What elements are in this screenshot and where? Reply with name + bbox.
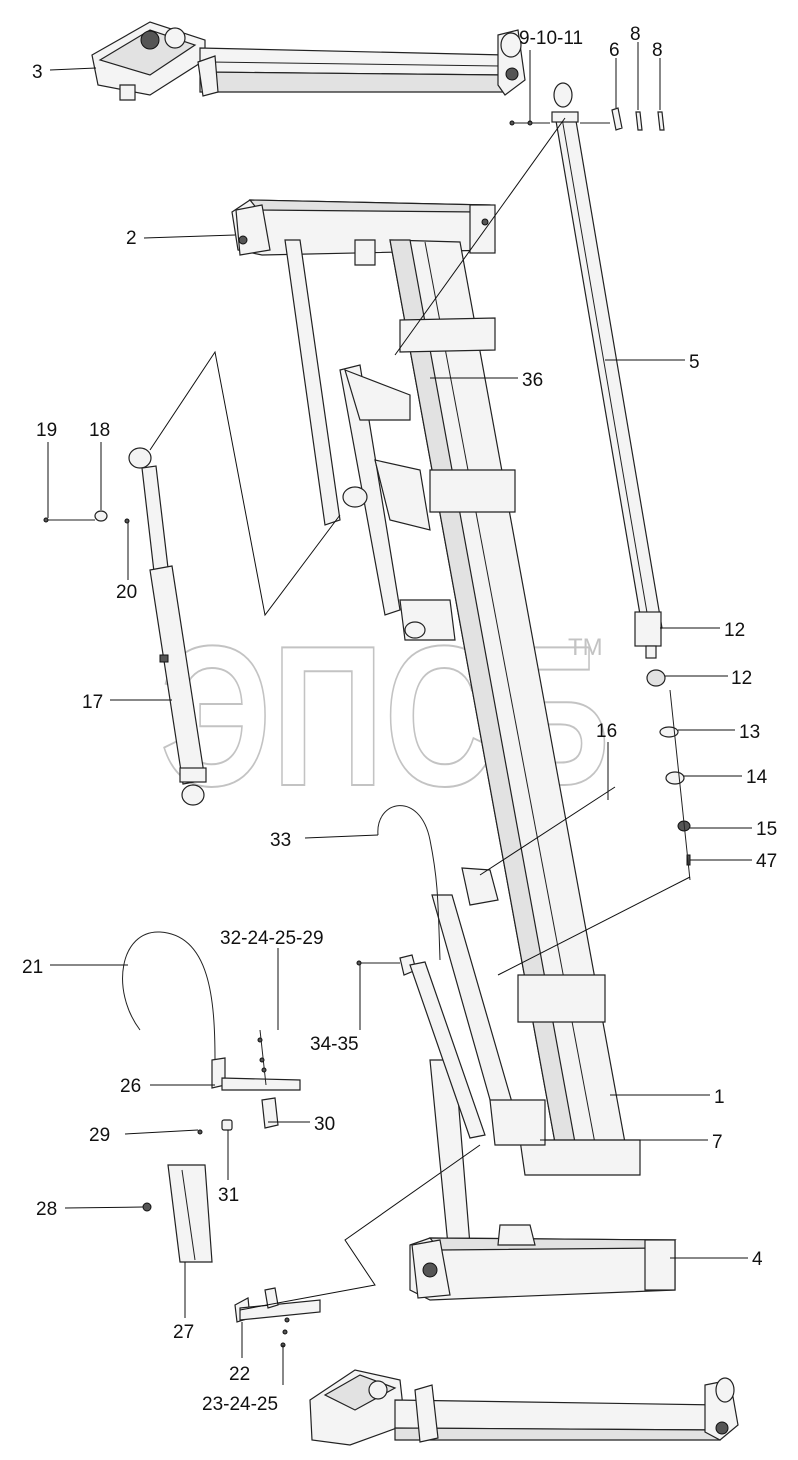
callout-9-10-11: 9-10-11 xyxy=(519,28,583,49)
callout-8a: 8 xyxy=(630,24,641,45)
bottom-beam-assembly xyxy=(309,1369,739,1446)
part-2-upper-frame xyxy=(231,199,496,526)
connector-lines xyxy=(149,117,691,1311)
callout-36: 36 xyxy=(522,370,543,391)
parts-21-to-31 xyxy=(122,931,301,1263)
callout-5: 5 xyxy=(689,352,700,373)
callout-4: 4 xyxy=(752,1249,763,1270)
part-3-top-beam xyxy=(91,21,526,101)
callout-13: 13 xyxy=(739,722,760,743)
callout-12a: 12 xyxy=(724,620,745,641)
callout-labels: 3 2 9-10-11 6 8 8 5 36 19 18 20 17 12 12… xyxy=(22,24,777,1415)
callout-30: 30 xyxy=(314,1114,335,1135)
callout-19: 19 xyxy=(36,420,57,441)
part-5-long-cylinder xyxy=(551,82,663,659)
parts-18-19-20 xyxy=(43,510,130,524)
callout-47: 47 xyxy=(756,851,777,872)
callout-14: 14 xyxy=(746,767,768,788)
cylinder-fittings xyxy=(646,669,691,881)
callout-27: 27 xyxy=(173,1322,194,1343)
callout-8b: 8 xyxy=(652,40,663,61)
leader-lines xyxy=(47,42,752,1385)
callout-7: 7 xyxy=(712,1132,723,1153)
parts-33-34-35 xyxy=(356,805,486,1139)
callout-31: 31 xyxy=(218,1185,239,1206)
callout-32-24-25-29: 32-24-25-29 xyxy=(220,928,324,949)
callout-29: 29 xyxy=(89,1125,110,1146)
pins-group xyxy=(509,107,665,131)
callout-6: 6 xyxy=(609,40,620,61)
callout-21: 21 xyxy=(22,957,43,978)
callout-33: 33 xyxy=(270,830,291,851)
callout-16: 16 xyxy=(596,721,617,742)
callout-23-24-25: 23-24-25 xyxy=(202,1394,278,1415)
callout-17: 17 xyxy=(82,692,103,713)
callout-26: 26 xyxy=(120,1076,141,1097)
part-1-main-frame xyxy=(339,239,641,1246)
callout-3: 3 xyxy=(32,62,43,83)
callout-18: 18 xyxy=(89,420,110,441)
parts-22-23 xyxy=(234,1287,321,1348)
callout-2: 2 xyxy=(126,228,137,249)
watermark-tm: TM xyxy=(568,634,603,661)
callout-12b: 12 xyxy=(731,668,752,689)
callout-20: 20 xyxy=(116,582,137,603)
part-17-cylinder xyxy=(128,447,207,806)
callout-34-35: 34-35 xyxy=(310,1034,359,1055)
callout-22: 22 xyxy=(229,1364,250,1385)
part-4-lower-end-beam xyxy=(409,1224,677,1301)
callout-15: 15 xyxy=(756,819,777,840)
callout-1: 1 xyxy=(714,1087,725,1108)
callout-28: 28 xyxy=(36,1199,57,1220)
